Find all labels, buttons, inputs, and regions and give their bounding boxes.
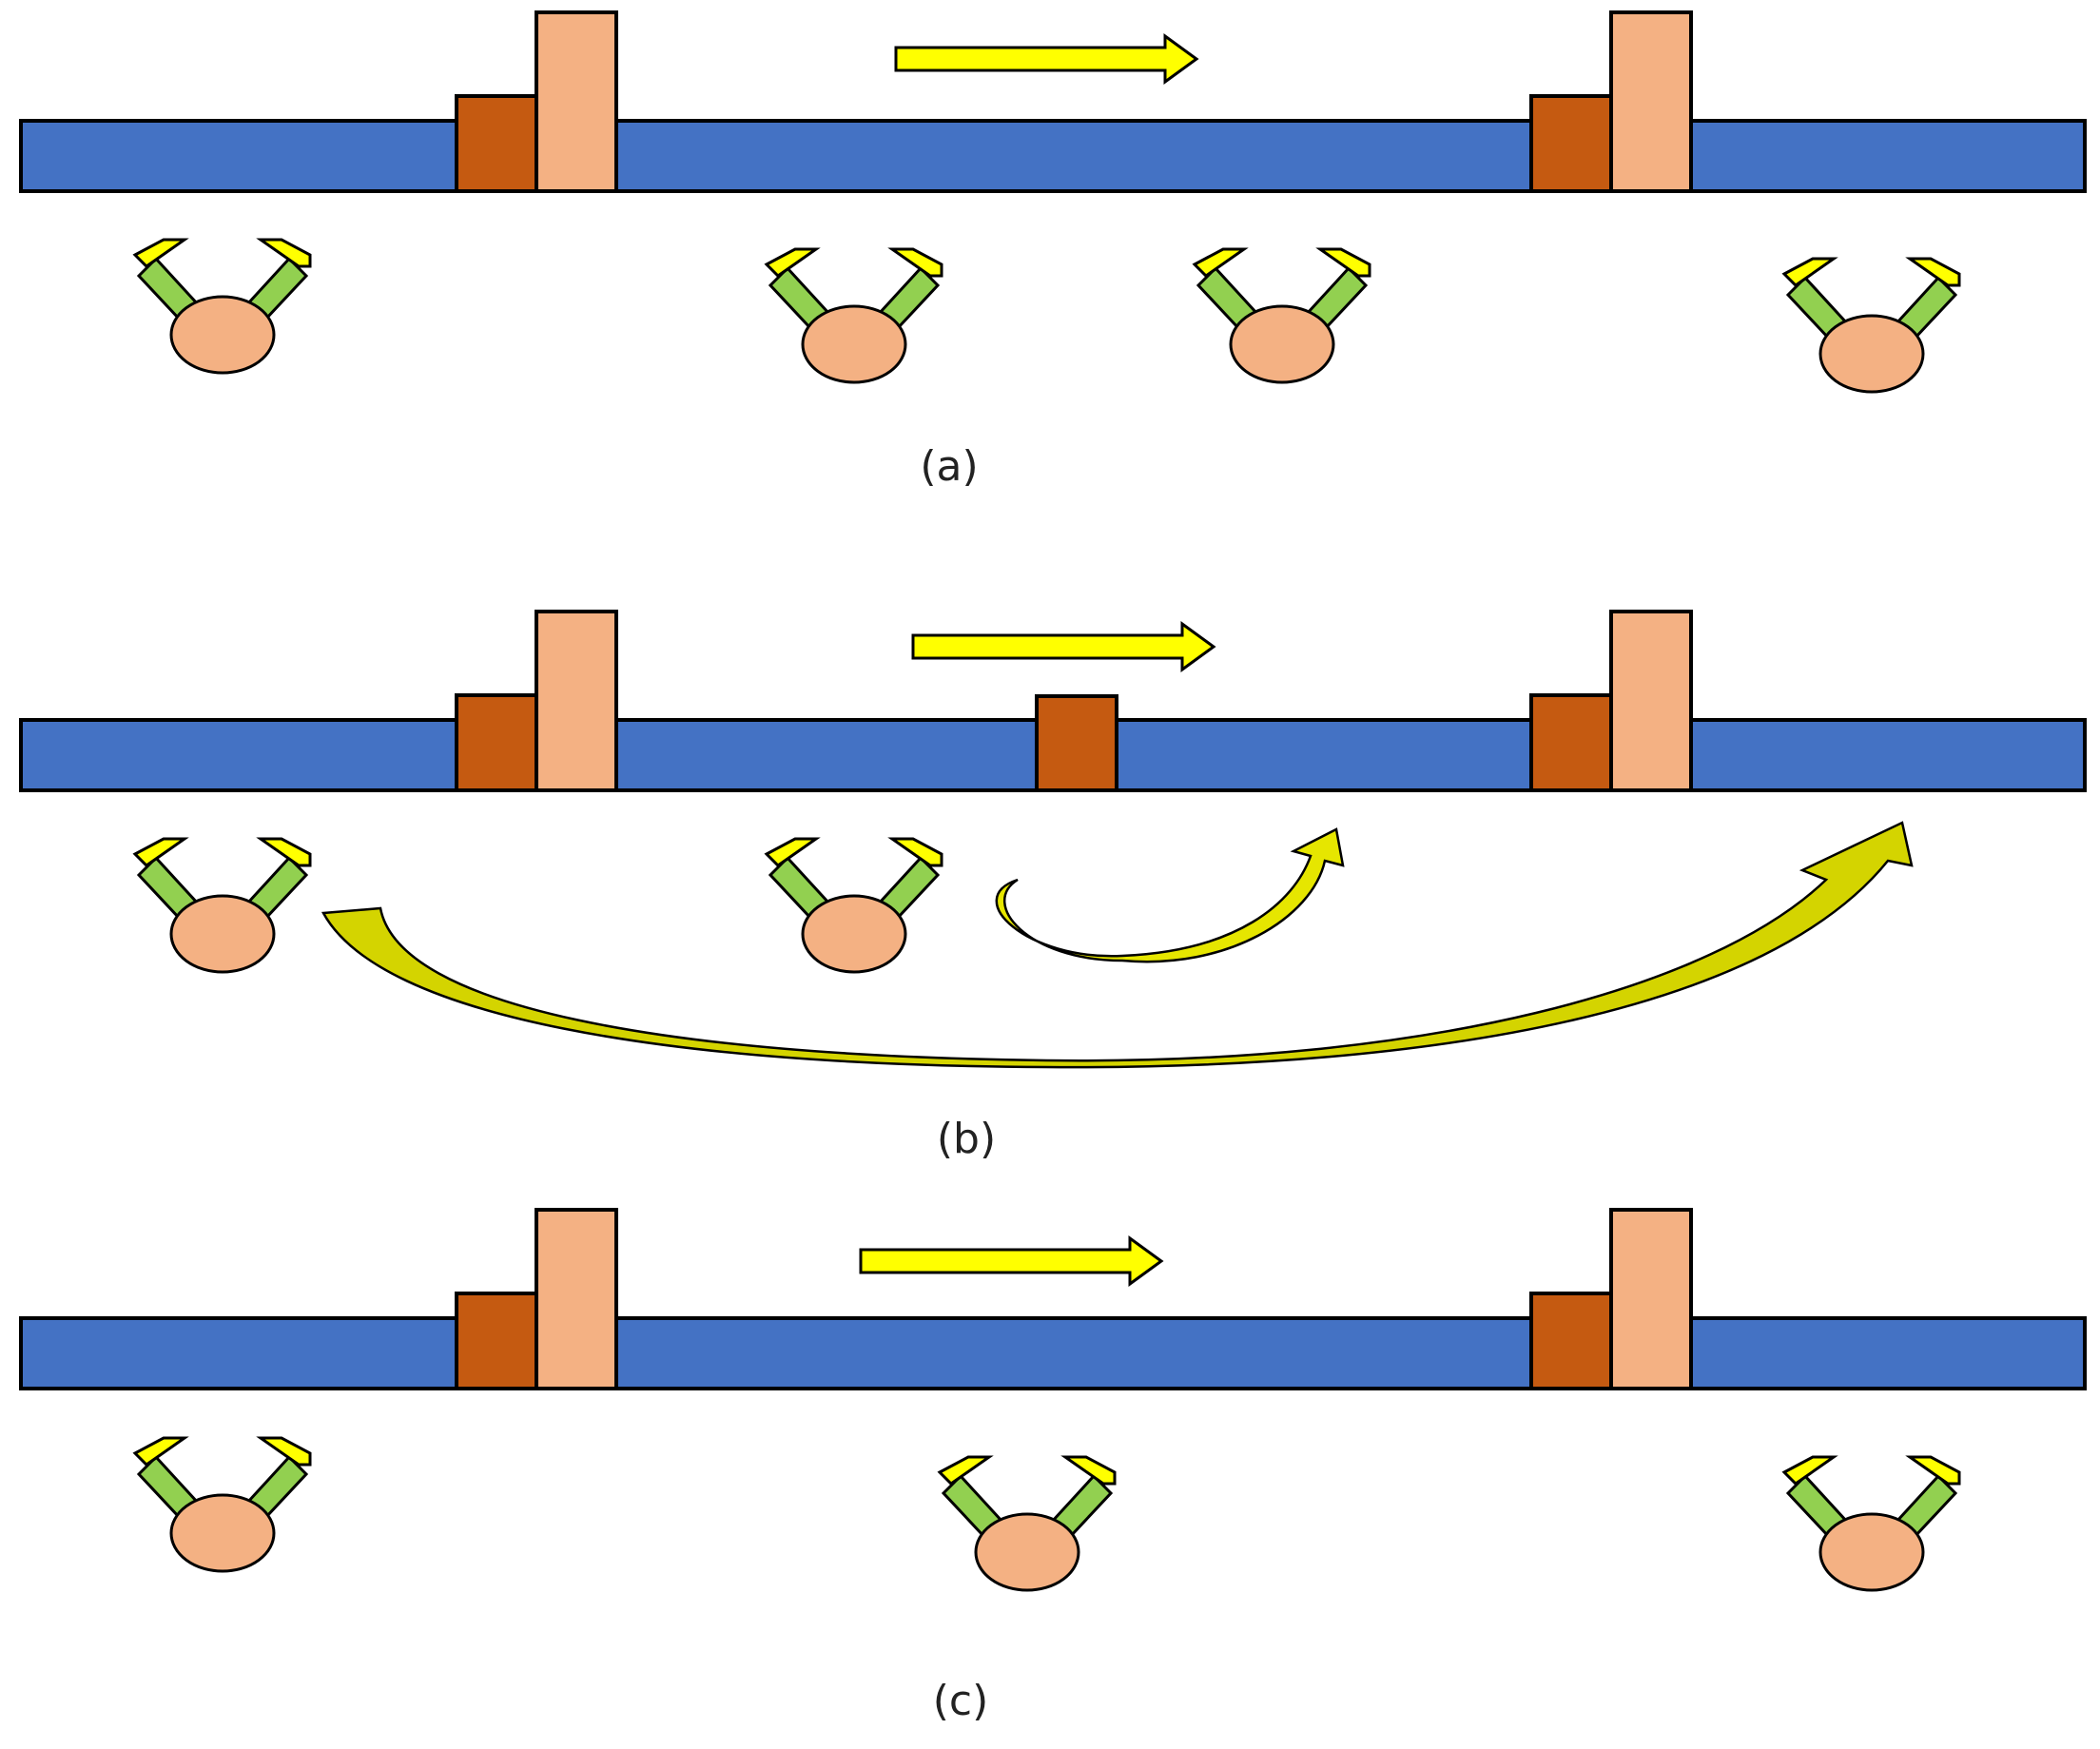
robot-icon	[1782, 1455, 1961, 1592]
robot-icon	[938, 1455, 1117, 1592]
short-transfer-arrow-icon	[995, 827, 1345, 963]
block-stack	[1529, 610, 1693, 792]
caption-a: (a)	[920, 442, 978, 491]
caption-c: (c)	[933, 1677, 989, 1725]
robot-icon	[765, 837, 943, 974]
panel-c: (c)	[19, 1208, 2087, 1725]
block-stack	[1529, 1208, 1693, 1390]
robot-icon	[133, 837, 312, 974]
block-stack	[455, 1208, 618, 1390]
block-stack	[455, 610, 618, 792]
block-stack	[1529, 10, 1693, 193]
conveyor-belt	[19, 119, 2087, 193]
robot-icon	[1782, 257, 1961, 394]
robot-icon	[1193, 247, 1371, 384]
conveyor-belt	[19, 1316, 2087, 1390]
block-stack	[455, 10, 618, 193]
robot-icon	[765, 247, 943, 384]
direction-arrow-icon	[859, 1235, 1164, 1287]
robot-icon	[133, 238, 312, 375]
loose-block	[1035, 694, 1118, 792]
caption-b: (b)	[937, 1115, 996, 1163]
direction-arrow-icon	[894, 33, 1199, 85]
long-transfer-arrow-icon	[321, 821, 1914, 1069]
panel-b: (b)	[19, 610, 2087, 1163]
robot-icon	[133, 1436, 312, 1573]
direction-arrow-icon	[911, 621, 1216, 672]
panel-a: (a)	[19, 10, 2087, 491]
